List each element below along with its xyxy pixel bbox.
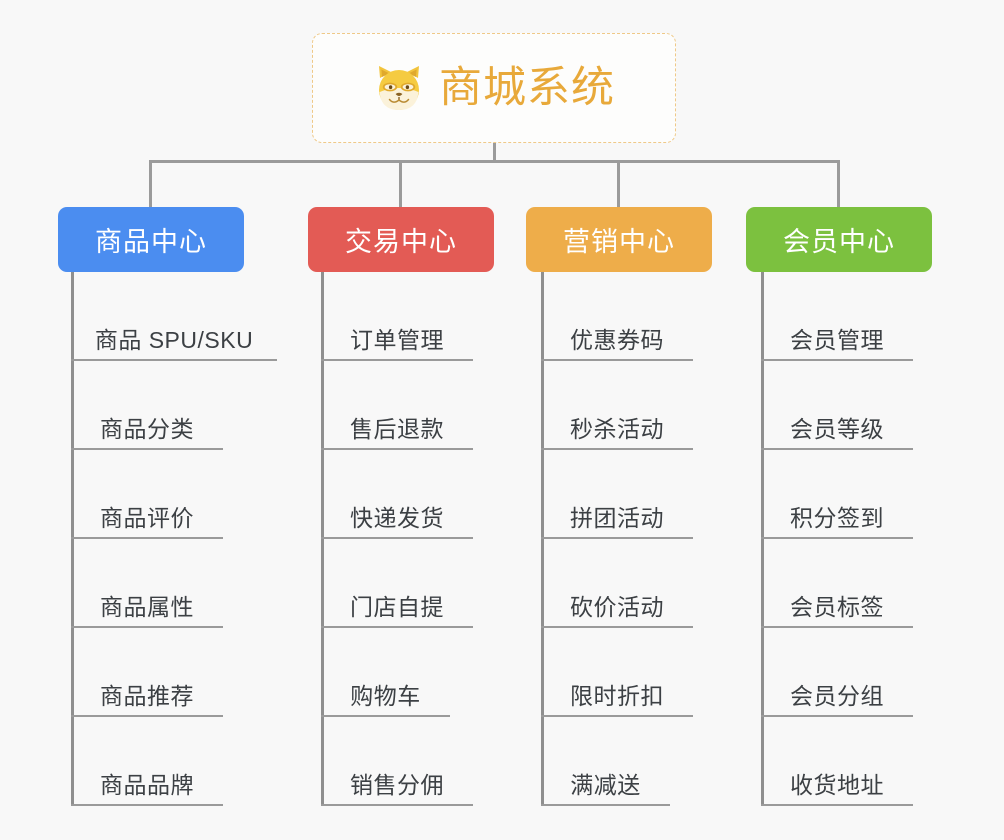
- list-item[interactable]: 满减送: [541, 717, 670, 806]
- connector-root-stem: [493, 143, 496, 162]
- list-item[interactable]: 会员管理: [761, 272, 913, 361]
- list-item[interactable]: 商品 SPU/SKU: [71, 272, 277, 361]
- category-box-trade-center[interactable]: 交易中心: [308, 207, 494, 272]
- connector-drop-3: [617, 160, 620, 208]
- list-item-label: 商品品牌: [100, 771, 194, 798]
- list-item-label: 售后退款: [350, 415, 444, 442]
- list-item-label: 收货地址: [790, 771, 884, 798]
- list-item-label: 会员等级: [790, 415, 884, 442]
- root-node[interactable]: 商城系统: [312, 33, 676, 143]
- column-trunk-line: [321, 272, 324, 806]
- list-item-label: 商品推荐: [100, 682, 194, 709]
- list-item-label: 拼团活动: [570, 504, 664, 531]
- list-item[interactable]: 销售分佣: [321, 717, 473, 806]
- list-item-label: 订单管理: [350, 326, 444, 353]
- list-item[interactable]: 积分签到: [761, 450, 913, 539]
- list-item-label: 商品分类: [100, 415, 194, 442]
- list-item[interactable]: 购物车: [321, 628, 450, 717]
- category-box-marketing-center[interactable]: 营销中心: [526, 207, 712, 272]
- connector-horizontal-bus: [149, 160, 840, 163]
- dog-face-icon: [373, 62, 425, 114]
- list-item-label: 积分签到: [790, 504, 884, 531]
- list-item[interactable]: 商品分类: [71, 361, 223, 450]
- list-item[interactable]: 限时折扣: [541, 628, 693, 717]
- list-item[interactable]: 快递发货: [321, 450, 473, 539]
- column-trunk-line: [71, 272, 74, 806]
- list-item[interactable]: 会员标签: [761, 539, 913, 628]
- list-item[interactable]: 砍价活动: [541, 539, 693, 628]
- list-item[interactable]: 商品品牌: [71, 717, 223, 806]
- list-item[interactable]: 商品评价: [71, 450, 223, 539]
- connector-drop-4: [837, 160, 840, 208]
- list-item-label: 秒杀活动: [570, 415, 664, 442]
- list-item-label: 优惠券码: [570, 326, 664, 353]
- list-item-label: 会员分组: [790, 682, 884, 709]
- category-box-member-center[interactable]: 会员中心: [746, 207, 932, 272]
- category-title: 交易中心: [345, 227, 457, 257]
- list-item[interactable]: 会员分组: [761, 628, 913, 717]
- connector-drop-1: [149, 160, 152, 208]
- list-item-label: 会员管理: [790, 326, 884, 353]
- list-item[interactable]: 拼团活动: [541, 450, 693, 539]
- list-item-label: 限时折扣: [570, 682, 664, 709]
- list-item-label: 销售分佣: [350, 771, 444, 798]
- list-item-label: 购物车: [350, 682, 421, 709]
- column-trunk-line: [541, 272, 544, 806]
- list-item[interactable]: 商品属性: [71, 539, 223, 628]
- category-title: 营销中心: [563, 227, 675, 257]
- list-item-label: 快递发货: [350, 504, 444, 531]
- category-title: 商品中心: [95, 227, 207, 257]
- category-title: 会员中心: [783, 227, 895, 257]
- list-item[interactable]: 订单管理: [321, 272, 473, 361]
- list-item-label: 门店自提: [350, 593, 444, 620]
- list-item[interactable]: 门店自提: [321, 539, 473, 628]
- list-item-label: 商品属性: [100, 593, 194, 620]
- column-trunk-line: [761, 272, 764, 806]
- root-title: 商城系统: [439, 63, 615, 112]
- list-item-label: 会员标签: [790, 593, 884, 620]
- list-item[interactable]: 优惠券码: [541, 272, 693, 361]
- list-item[interactable]: 收货地址: [761, 717, 913, 806]
- list-item[interactable]: 秒杀活动: [541, 361, 693, 450]
- list-item-label: 商品评价: [100, 504, 194, 531]
- list-item[interactable]: 会员等级: [761, 361, 913, 450]
- category-box-product-center[interactable]: 商品中心: [58, 207, 244, 272]
- list-item[interactable]: 售后退款: [321, 361, 473, 450]
- list-item-label: 商品 SPU/SKU: [94, 326, 254, 353]
- connector-drop-2: [399, 160, 402, 208]
- list-item[interactable]: 商品推荐: [71, 628, 223, 717]
- list-item-label: 满减送: [570, 771, 641, 798]
- list-item-label: 砍价活动: [570, 593, 664, 620]
